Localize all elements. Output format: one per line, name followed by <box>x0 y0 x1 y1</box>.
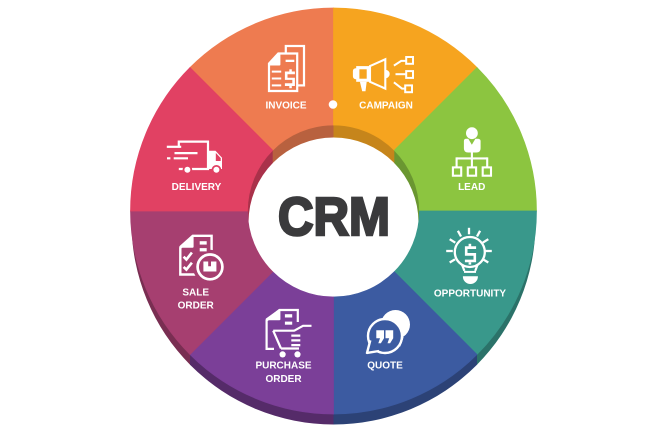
svg-text:DELIVERY: DELIVERY <box>172 182 222 193</box>
svg-text:CAMPAIGN: CAMPAIGN <box>359 100 413 111</box>
svg-text:CRM: CRM <box>278 187 390 247</box>
svg-text:PURCHASE: PURCHASE <box>255 361 311 372</box>
svg-text:ORDER: ORDER <box>178 301 215 312</box>
svg-text:OPPORTUNITY: OPPORTUNITY <box>434 289 507 300</box>
svg-text:QUOTE: QUOTE <box>367 360 403 371</box>
svg-text:ORDER: ORDER <box>265 374 302 385</box>
svg-text:LEAD: LEAD <box>458 182 485 193</box>
svg-text:SALE: SALE <box>182 287 209 298</box>
svg-text:INVOICE: INVOICE <box>265 100 306 111</box>
